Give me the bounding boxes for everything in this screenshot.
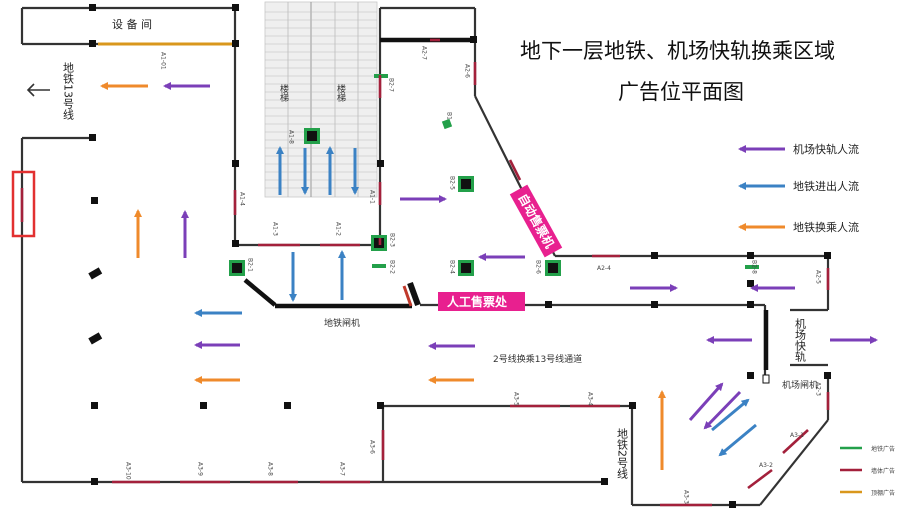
plan-title-line1: 地下一层地铁、机场快轨换乘区域: [520, 39, 835, 63]
legend-airport-flow: 机场快轨人流: [738, 142, 859, 156]
manual-ticket-office: 人工售票处: [438, 292, 525, 311]
svg-text:A2-7: A2-7: [421, 46, 428, 60]
svg-text:人工售票处: 人工售票处: [447, 294, 508, 309]
svg-text:B2-3: B2-3: [389, 233, 396, 247]
svg-text:A2-4: A2-4: [597, 265, 611, 272]
wall-ads: [20, 38, 830, 507]
legend-subway-flow: 地铁进出人流: [738, 179, 859, 193]
flow-legend: 机场快轨人流 地铁进出人流 地铁换乘人流: [738, 142, 859, 234]
svg-text:B2-8: B2-8: [751, 260, 758, 274]
svg-text:A2-5: A2-5: [815, 270, 822, 284]
svg-text:A3-6: A3-6: [369, 440, 376, 454]
svg-text:顶棚广告: 顶棚广告: [871, 489, 895, 497]
svg-text:B2-2: B2-2: [389, 260, 396, 274]
stairs: [264, 1, 378, 198]
svg-text:A1-4: A1-4: [239, 192, 246, 206]
svg-text:A3-1: A3-1: [790, 432, 804, 439]
legend-transfer-flow: 地铁换乘人流: [738, 220, 859, 234]
svg-text:B2-5: B2-5: [449, 176, 456, 190]
svg-text:A3-8: A3-8: [267, 462, 274, 476]
legend-subway-ad: 地铁广告: [840, 445, 895, 453]
plan-title-line2: 广告位平面图: [618, 80, 744, 104]
airport-line-label: 机场快轨: [794, 317, 807, 363]
stair-left-label: 楼梯: [278, 83, 289, 103]
svg-text:地铁换乘人流: 地铁换乘人流: [793, 220, 859, 234]
highlight-box: [11, 170, 36, 238]
svg-text:A1-8: A1-8: [288, 130, 295, 144]
svg-text:A1-2: A1-2: [335, 222, 342, 236]
flow-arrows: [100, 82, 878, 470]
legend-ceiling-ad: 顶棚广告: [840, 489, 895, 497]
svg-text:A2-3: A2-3: [815, 382, 822, 396]
svg-text:A3-5: A3-5: [513, 392, 520, 406]
svg-text:B2-1: B2-1: [247, 258, 254, 272]
svg-text:机场快轨人流: 机场快轨人流: [793, 142, 859, 156]
svg-text:B2-7: B2-7: [388, 78, 395, 92]
subway-gate-label: 地铁闸机: [324, 317, 360, 329]
svg-text:A3-2: A3-2: [759, 462, 773, 469]
ad-legend: 地铁广告 墙体广告 顶棚广告: [840, 445, 895, 497]
left-arrow-icon: [26, 83, 50, 97]
svg-text:A3-9: A3-9: [197, 462, 204, 476]
svg-text:A1-3: A1-3: [272, 222, 279, 236]
svg-text:A1-1: A1-1: [369, 190, 376, 204]
ad-code-labels: A1-01 A2-7 A2-6 B2-7 B1 B2-5 A1-8 A1-4 A…: [125, 46, 822, 504]
svg-text:A3-3: A3-3: [683, 490, 690, 504]
equipment-room-label: 设 备 间: [112, 17, 152, 31]
corridor-label: 2号线换乘13号线通道: [493, 353, 582, 365]
svg-text:B1: B1: [446, 112, 453, 120]
svg-text:B2-6: B2-6: [535, 260, 542, 274]
svg-text:A2-6: A2-6: [464, 64, 471, 78]
svg-text:B2-4: B2-4: [449, 260, 456, 274]
stair-right-label: 楼梯: [335, 83, 346, 103]
partition-bars: [243, 37, 769, 370]
svg-text:地铁进出人流: 地铁进出人流: [793, 179, 859, 193]
airport-gate-label: 机场闸机: [782, 379, 818, 391]
svg-text:A1-01: A1-01: [160, 52, 167, 70]
svg-text:地铁广告: 地铁广告: [871, 445, 895, 453]
legend-wall-ad: 墙体广告: [840, 467, 895, 475]
line2-label: 地铁2号线: [616, 428, 629, 479]
line13-label: 地铁13号线: [62, 62, 75, 120]
line13-direction: 地铁13号线: [26, 62, 75, 120]
auto-ticket-machine: 自动售票机: [509, 184, 563, 258]
svg-text:墙体广告: 墙体广告: [871, 467, 895, 475]
svg-text:A3-7: A3-7: [339, 462, 346, 476]
svg-text:A3-10: A3-10: [125, 462, 132, 480]
svg-text:A3-4: A3-4: [587, 392, 594, 406]
